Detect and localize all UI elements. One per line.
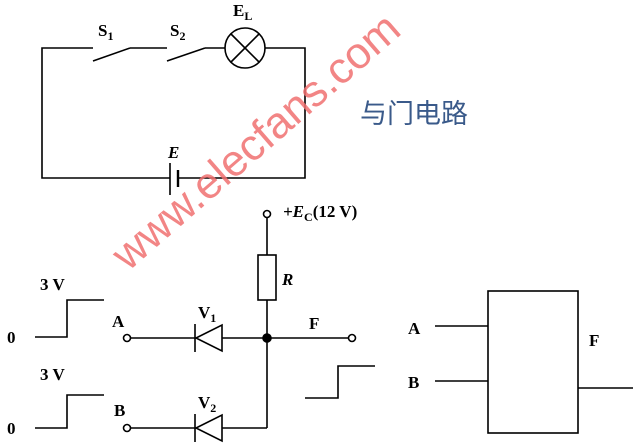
high-a-label: 3 V bbox=[40, 275, 65, 294]
waveform-a bbox=[35, 299, 104, 338]
resistor-label: R bbox=[281, 270, 293, 289]
low-b-label: 0 bbox=[7, 419, 16, 438]
resistor bbox=[257, 254, 277, 301]
supply-label: +EC(12 V) bbox=[283, 202, 357, 224]
s2-label: S2 bbox=[170, 21, 185, 43]
low-a-label: 0 bbox=[7, 328, 16, 347]
battery-label: E bbox=[167, 143, 179, 162]
input-b-label: B bbox=[114, 401, 125, 420]
gate-output-label: F bbox=[589, 331, 599, 350]
lamp-label: EL bbox=[233, 1, 252, 23]
diode-v2-icon bbox=[194, 413, 223, 443]
gate-input-b-label: B bbox=[408, 373, 419, 392]
lamp-icon bbox=[224, 27, 266, 69]
watermark: www.elecfans.com bbox=[102, 4, 410, 281]
high-b-label: 3 V bbox=[40, 365, 65, 384]
waveform-b bbox=[35, 394, 104, 429]
gate-symbol: & bbox=[526, 301, 542, 323]
diode-v1-icon bbox=[194, 323, 223, 353]
v2-label: V2 bbox=[198, 393, 216, 415]
page-title: 与门电路 bbox=[360, 99, 468, 130]
output-f-label: F bbox=[309, 314, 319, 333]
input-a-label: A bbox=[112, 312, 125, 331]
waveform-f bbox=[305, 365, 375, 399]
gate-input-a-label: A bbox=[408, 319, 421, 338]
and-gate-symbol bbox=[435, 290, 633, 434]
v1-label: V1 bbox=[198, 303, 216, 325]
series-circuit bbox=[41, 27, 306, 195]
s1-label: S1 bbox=[98, 21, 113, 43]
diode-and-circuit bbox=[35, 209, 375, 443]
battery-icon bbox=[169, 163, 180, 195]
